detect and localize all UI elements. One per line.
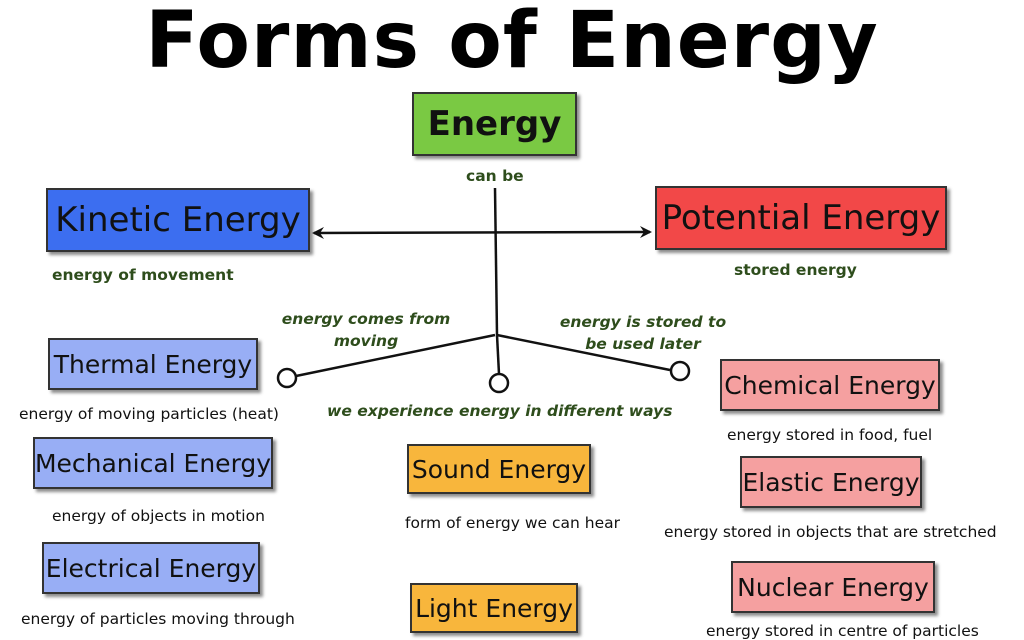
- kinetic-branch-node: [276, 367, 298, 389]
- potential-branch-label: energy is stored to be used later: [559, 313, 727, 353]
- sound-energy-box: Sound Energy: [407, 444, 591, 494]
- sound-description: form of energy we can hear: [405, 514, 621, 532]
- potential-description: stored energy: [734, 261, 857, 279]
- mechanical-description: energy of objects in motion: [52, 507, 265, 525]
- thermal-description: energy of moving particles (heat): [19, 405, 279, 423]
- nuclear-energy-box: Nuclear Energy: [731, 561, 935, 613]
- potential-branch-node: [669, 360, 691, 382]
- experience-branch-line: [495, 334, 501, 375]
- kinetic-branch-line: [295, 333, 496, 378]
- potential-energy-label: Potential Energy: [661, 198, 941, 238]
- kinetic-energy-label: Kinetic Energy: [55, 200, 301, 240]
- light-energy-label: Light Energy: [415, 593, 573, 623]
- electrical-energy-label: Electrical Energy: [45, 553, 257, 583]
- light-energy-box: Light Energy: [410, 583, 578, 633]
- chemical-energy-label: Chemical Energy: [724, 370, 936, 400]
- energy-box: Energy: [412, 92, 577, 156]
- kinetic-branch-label: energy comes from moving: [281, 310, 451, 350]
- mechanical-energy-box: Mechanical Energy: [33, 437, 273, 489]
- can-be-label: can be: [466, 167, 524, 185]
- elastic-energy-label: Elastic Energy: [742, 467, 920, 497]
- thermal-energy-box: Thermal Energy: [48, 338, 258, 390]
- potential-energy-box: Potential Energy: [655, 186, 947, 250]
- kinetic-energy-box: Kinetic Energy: [46, 188, 310, 252]
- chemical-energy-box: Chemical Energy: [720, 359, 940, 411]
- kinetic-description: energy of movement: [52, 266, 234, 284]
- nuclear-description: energy stored in centre of particles: [706, 622, 979, 640]
- page-title: Forms of Energy: [145, 0, 879, 86]
- trunk-line: [493, 187, 499, 336]
- experience-branch-label: we experience energy in different ways: [327, 402, 673, 420]
- sound-energy-label: Sound Energy: [411, 454, 587, 484]
- nuclear-energy-label: Nuclear Energy: [737, 572, 929, 602]
- chemical-description: energy stored in food, fuel: [727, 426, 933, 444]
- experience-branch-node: [488, 372, 510, 394]
- electrical-description: energy of particles moving through: [21, 610, 295, 628]
- electrical-energy-box: Electrical Energy: [42, 542, 260, 594]
- potential-branch-line: [496, 333, 671, 372]
- thermal-energy-label: Thermal Energy: [53, 349, 253, 379]
- kinetic-potential-arrow: [312, 226, 652, 239]
- mechanical-energy-label: Mechanical Energy: [34, 448, 272, 478]
- elastic-energy-box: Elastic Energy: [740, 456, 922, 508]
- elastic-description: energy stored in objects that are stretc…: [664, 523, 997, 541]
- energy-label: Energy: [427, 104, 562, 144]
